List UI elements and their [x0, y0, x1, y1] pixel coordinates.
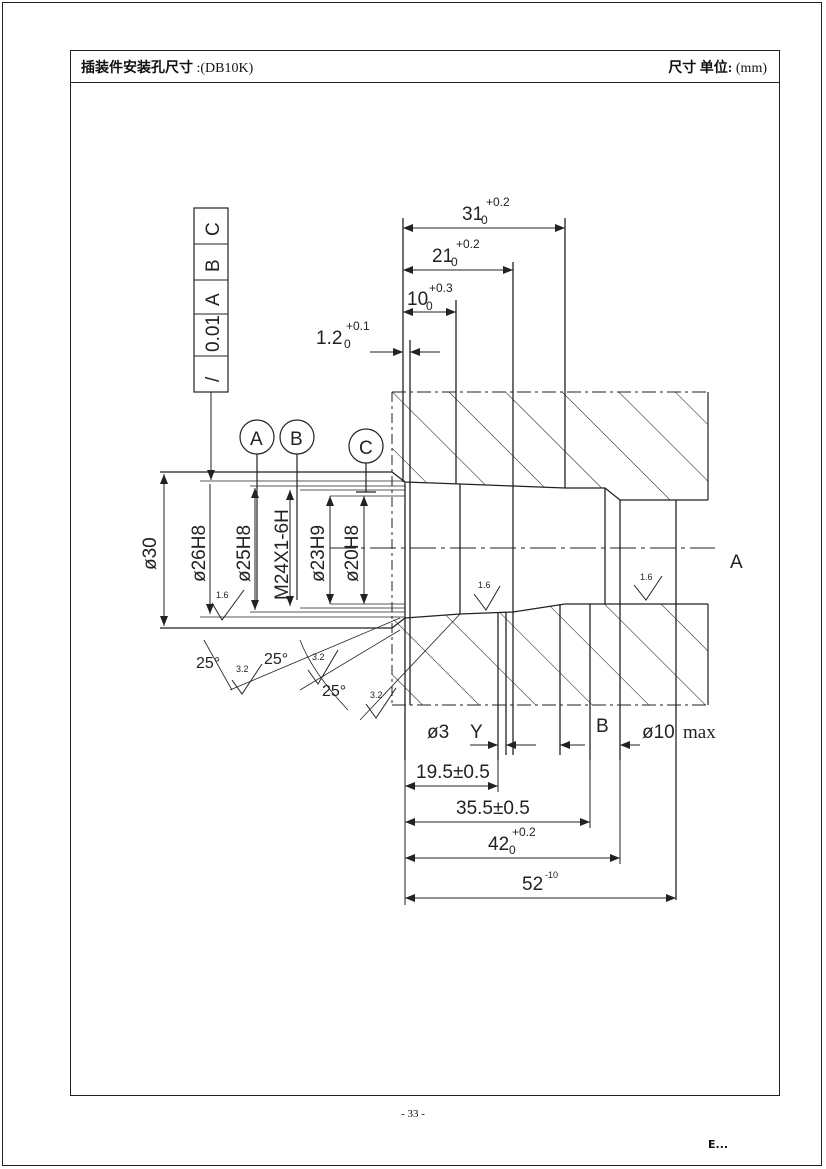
dia-23h9: ø23H9	[308, 525, 329, 582]
svg-text:31: 31	[462, 204, 483, 225]
dim-52: 52 -10	[522, 870, 558, 895]
datum-c: C	[359, 438, 373, 459]
svg-text:0: 0	[451, 255, 458, 269]
svg-text:0: 0	[344, 337, 351, 351]
svg-text:+0.2: +0.2	[456, 237, 480, 251]
depth-dimension-lines	[370, 224, 565, 356]
unit-label: 尺寸 单位: (mm)	[668, 61, 767, 76]
datum-a: A	[250, 429, 263, 450]
dim-35-5: 35.5±0.5	[456, 798, 530, 819]
dia-25h8: ø25H8	[234, 525, 255, 582]
ra-1-6-c: 1.6	[640, 572, 653, 582]
drawing-frame: 插装件安装孔尺寸 :(DB10K) 尺寸 单位: (mm)	[70, 50, 780, 1096]
page-number: - 33 -	[401, 1108, 425, 1120]
depth-31: 31 0 +0.2	[462, 195, 510, 227]
svg-text:+0.2: +0.2	[486, 195, 510, 209]
svg-text:0: 0	[426, 299, 433, 313]
datum-ref-b: B	[203, 259, 224, 272]
b-label: B	[596, 716, 609, 737]
tolerance-value: 0.01	[203, 315, 224, 352]
svg-text:52: 52	[522, 874, 543, 895]
dim-42: 42 0 +0.2	[488, 825, 536, 857]
tolerance-frame: / 0.01 A B C	[193, 207, 229, 480]
svg-text:0: 0	[481, 213, 488, 227]
body-section	[391, 391, 709, 706]
ra-1-6-a: 1.6	[216, 590, 229, 600]
depth-1-2: 1.2 0 +0.1	[316, 319, 370, 351]
svg-text:0: 0	[509, 843, 516, 857]
bottom-dimension-lines	[404, 741, 676, 905]
svg-text:+0.3: +0.3	[429, 281, 453, 295]
ra-3-2-c: 3.2	[370, 690, 383, 700]
svg-text:10: 10	[407, 289, 428, 310]
ra-1-6-b: 1.6	[478, 580, 491, 590]
angle-3: 25°	[322, 683, 346, 700]
y-label: Y	[470, 722, 483, 743]
model-code: :(DB10K)	[193, 61, 254, 76]
dia-30: ø30	[140, 537, 161, 570]
angle-1: 25°	[196, 655, 220, 672]
svg-text:1.2: 1.2	[316, 328, 342, 349]
depth-21: 21 0 +0.2	[432, 237, 480, 269]
datum-ref-a: A	[203, 293, 224, 306]
bore-contour	[160, 218, 708, 900]
runout-symbol: /	[203, 376, 224, 382]
diameter-dimension-lines	[160, 474, 368, 626]
angle-2: 25°	[264, 651, 288, 668]
thread-m24: M24X1-6H	[272, 509, 293, 600]
max-label: max	[683, 722, 716, 743]
svg-text:+0.2: +0.2	[512, 825, 536, 839]
axis-label: A	[730, 552, 743, 573]
title-bar: 插装件安装孔尺寸 :(DB10K) 尺寸 单位: (mm)	[71, 51, 779, 83]
datum-b: B	[290, 429, 303, 450]
roughness-symbols	[211, 575, 663, 719]
dia-10: ø10	[642, 722, 675, 743]
datum-ref-c: C	[203, 222, 224, 236]
corner-mark: E...	[708, 1138, 729, 1151]
dia-20h8: ø20H8	[342, 525, 363, 582]
depth-10: 10 0 +0.3	[407, 281, 453, 313]
svg-text:21: 21	[432, 246, 453, 267]
unit-value: (mm)	[732, 61, 767, 76]
drawing-title: 插装件安装孔尺寸 :(DB10K)	[81, 61, 254, 76]
svg-text:42: 42	[488, 834, 509, 855]
dia-26h8: ø26H8	[189, 525, 210, 582]
dim-19-5: 19.5±0.5	[416, 762, 490, 783]
svg-text:-10: -10	[545, 870, 558, 880]
ra-3-2-a: 3.2	[236, 664, 249, 674]
svg-text:+0.1: +0.1	[346, 319, 370, 333]
dia-3: ø3	[427, 722, 449, 743]
ra-3-2-b: 3.2	[312, 652, 325, 662]
